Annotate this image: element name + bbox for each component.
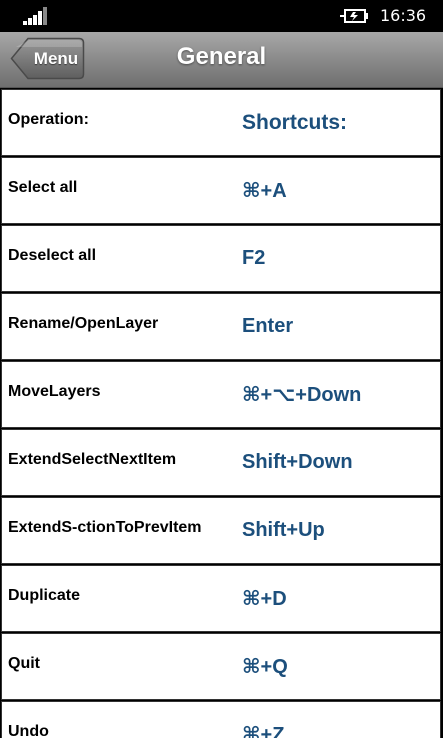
clock-time: 16:36 bbox=[380, 6, 427, 25]
shortcut-value: ⌘+⌥+Down bbox=[242, 384, 362, 406]
table-row[interactable]: Undo ⌘+Z bbox=[1, 701, 441, 738]
operation-label: Quit bbox=[8, 654, 40, 672]
column-header-operation: Operation: bbox=[8, 110, 89, 128]
table-row[interactable]: Deselect all F2 bbox=[1, 225, 441, 292]
table-row[interactable]: MoveLayers ⌘+⌥+Down bbox=[1, 361, 441, 428]
battery-charging-icon bbox=[340, 9, 368, 23]
shortcut-value: Shift+Up bbox=[242, 519, 325, 541]
shortcut-value: ⌘+A bbox=[242, 180, 287, 202]
nav-header: Menu General bbox=[0, 32, 443, 88]
back-arrow-button-shape bbox=[10, 37, 85, 80]
shortcut-value: ⌘+D bbox=[242, 588, 287, 610]
table-header-row: Operation: Shortcuts: bbox=[1, 89, 441, 156]
operation-label: Deselect all bbox=[8, 246, 97, 264]
operation-label: ExtendSelectNextItem bbox=[8, 450, 177, 468]
operation-label: MoveLayers bbox=[8, 382, 101, 400]
menu-back-label: Menu bbox=[33, 49, 79, 68]
menu-back-button[interactable]: Menu bbox=[10, 37, 85, 80]
table-row[interactable]: ExtendSelectNextItem Shift+Down bbox=[1, 429, 441, 496]
table-row[interactable]: Select all ⌘+A bbox=[1, 157, 441, 224]
shortcut-value: Shift+Down bbox=[242, 451, 353, 473]
shortcut-value: Enter bbox=[242, 315, 294, 337]
operation-label: ExtendS-ctionToPrevItem bbox=[8, 518, 202, 536]
shortcut-value: ⌘+Z bbox=[242, 724, 285, 738]
table-row[interactable]: Quit ⌘+Q bbox=[1, 633, 441, 700]
shortcut-value: ⌘+Q bbox=[242, 656, 288, 678]
operation-label: Undo bbox=[8, 722, 49, 738]
table-row[interactable]: ExtendS-ctionToPrevItem Shift+Up bbox=[1, 497, 441, 564]
operation-label: Duplicate bbox=[8, 586, 81, 604]
operation-label: Rename/OpenLayer bbox=[8, 314, 159, 332]
shortcut-value: F2 bbox=[242, 247, 266, 269]
column-header-shortcut: Shortcuts: bbox=[242, 110, 347, 134]
signal-icon bbox=[23, 7, 47, 25]
table-row[interactable]: Rename/OpenLayer Enter bbox=[1, 293, 441, 360]
table-row[interactable]: Duplicate ⌘+D bbox=[1, 565, 441, 632]
status-bar: 16:36 bbox=[0, 0, 443, 32]
shortcut-list[interactable]: Operation: Shortcuts: Select all ⌘+A Des… bbox=[0, 89, 443, 738]
operation-label: Select all bbox=[8, 178, 78, 196]
